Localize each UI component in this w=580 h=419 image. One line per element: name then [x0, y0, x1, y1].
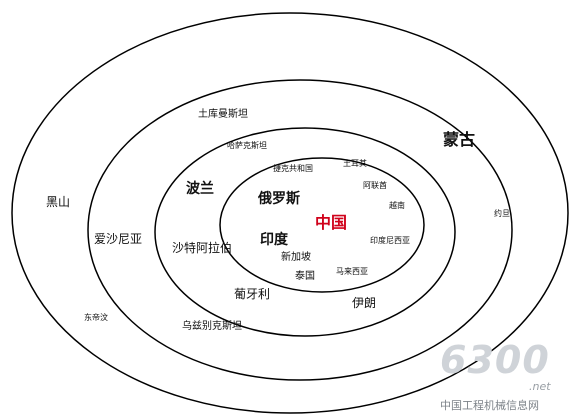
watermark-logo: 6300 [440, 338, 550, 382]
third-ring [87, 79, 513, 381]
label-vietnam: 越南 [389, 201, 405, 210]
label-thailand: 泰国 [295, 271, 315, 282]
label-montenegro: 黑山 [46, 195, 71, 209]
inner-ring [219, 157, 425, 293]
label-estonia: 爱沙尼亚 [94, 232, 143, 246]
label-iran: 伊朗 [352, 296, 377, 310]
label-kazakhstan: 哈萨克斯坦 [227, 141, 267, 150]
label-turkmenistan: 土库曼斯坦 [198, 109, 248, 120]
label-uzbekistan: 乌兹别克斯坦 [182, 321, 242, 332]
label-mongolia: 蒙古 [443, 130, 476, 149]
second-ring [154, 127, 456, 337]
label-poland: 波兰 [186, 181, 214, 197]
label-saudi-arabia: 沙特阿拉伯 [172, 241, 233, 255]
label-czech: 捷克共和国 [273, 164, 313, 173]
label-malaysia: 马来西亚 [336, 267, 368, 276]
outer-ring [11, 12, 569, 414]
label-indonesia: 印度尼西亚 [370, 236, 410, 245]
watermark-suffix: .net [529, 380, 551, 393]
label-hungary: 葡牙利 [234, 287, 271, 301]
label-singapore: 新加坡 [281, 252, 311, 263]
label-russia: 俄罗斯 [258, 191, 300, 207]
label-india: 印度 [260, 232, 288, 248]
label-turkey: 土耳其 [343, 159, 367, 168]
label-jordan: 约旦 [494, 209, 510, 218]
center-label: 中国 [315, 213, 348, 232]
label-uae: 阿联酋 [363, 181, 387, 190]
watermark-site-name: 中国工程机械信息网 [440, 399, 539, 412]
label-east-timor: 东帝汶 [84, 313, 108, 322]
